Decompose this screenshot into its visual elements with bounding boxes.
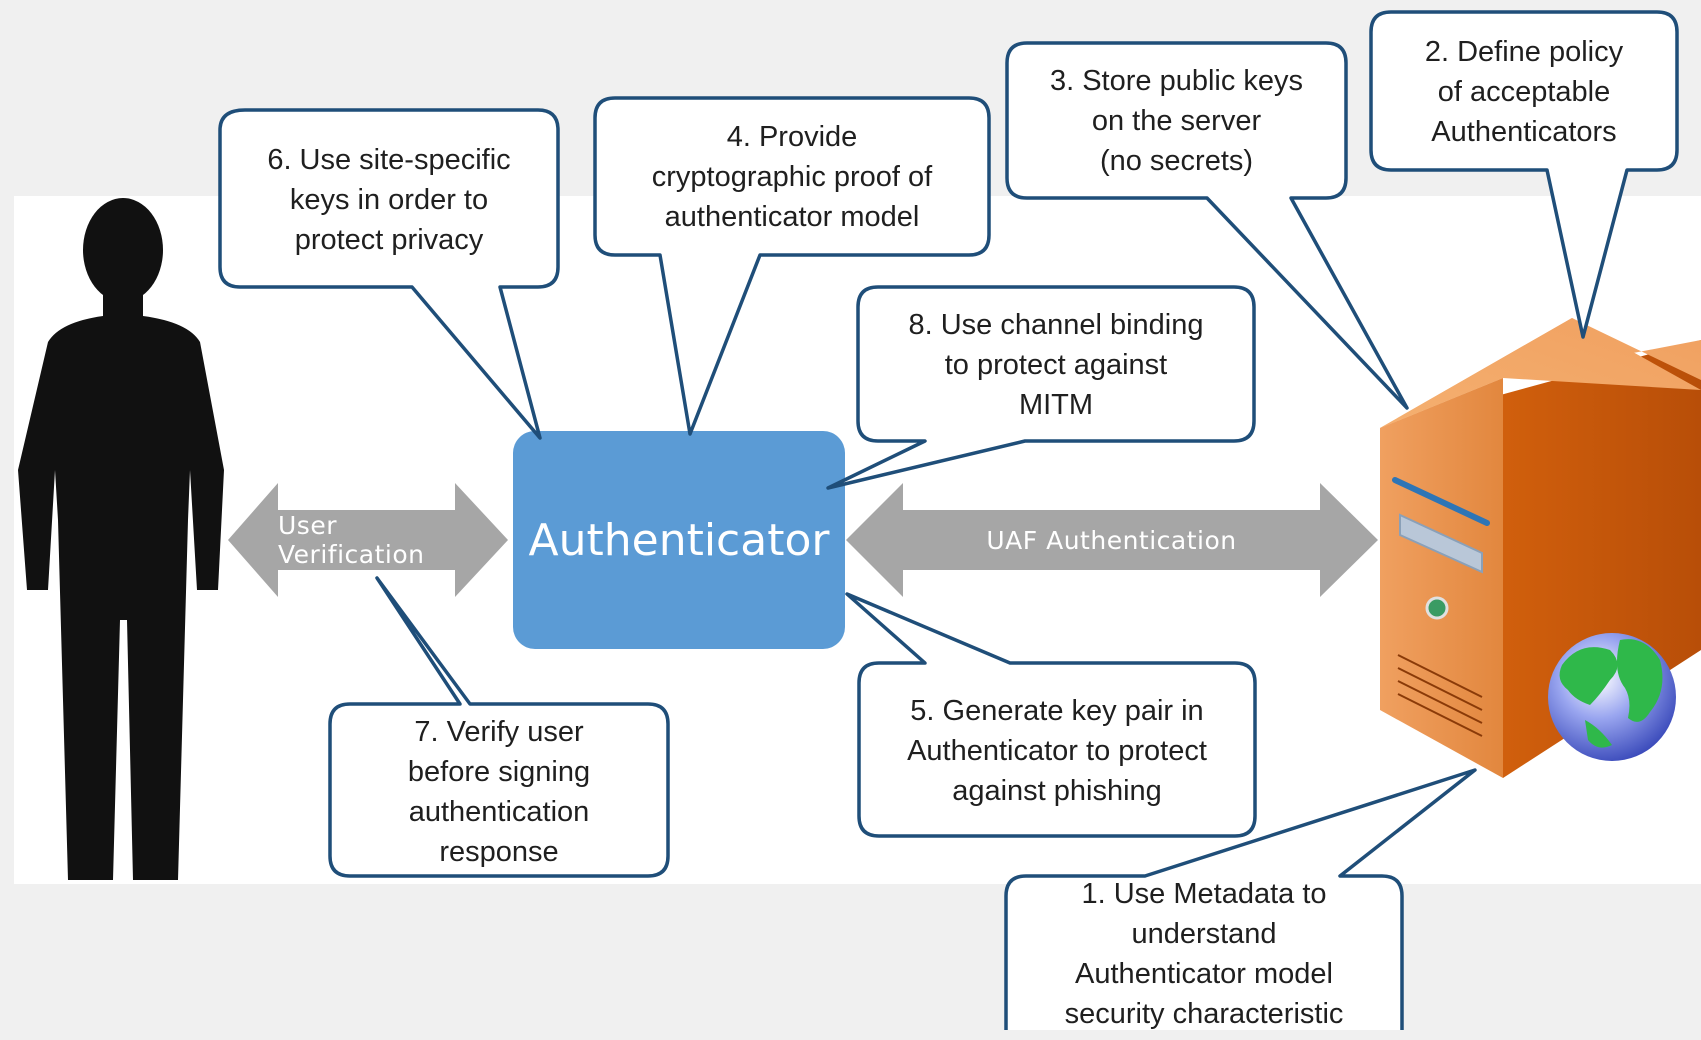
callout-5-text: 5. Generate key pair in Authenticator to… <box>907 694 1207 807</box>
callout-4-bubble <box>593 96 991 436</box>
globe-icon <box>1548 633 1676 761</box>
callout-7-text: 7. Verify user before signing authentica… <box>407 716 591 868</box>
authenticator-label: Authenticator <box>528 514 830 566</box>
callout-1-text: 1. Use Metadata to understand Authentica… <box>1064 878 1344 1030</box>
callout-8-bubble <box>826 285 1256 490</box>
callout-5-bubble <box>845 592 1257 838</box>
callout-bubbles <box>218 10 1679 1030</box>
user-verification-arrow <box>228 483 508 597</box>
uaf-authentication-arrow <box>846 483 1378 597</box>
callout-1-bubble <box>1004 768 1477 1030</box>
callout-3-bubble <box>1005 41 1409 410</box>
callout-7-bubble <box>328 576 670 878</box>
callout-8-text: 8. Use channel binding to protect agains… <box>908 309 1204 421</box>
callout-6-text: 6. Use site-specific keys in order to pr… <box>267 144 511 256</box>
uaf-authentication-label: UAF Authentication <box>986 525 1237 555</box>
background-band-bottom <box>0 884 1701 1030</box>
callout-2-text: 2. Define policy of acceptable Authentic… <box>1424 36 1624 148</box>
user-verification-label: User Verification <box>278 511 425 569</box>
authenticator-box <box>513 431 845 649</box>
callout-2-bubble <box>1369 10 1679 339</box>
callout-3-text: 3. Store public keys on the server (no s… <box>1049 65 1304 177</box>
callout-4-text: 4. Provide cryptographic proof of authen… <box>651 121 933 233</box>
callout-6-bubble <box>218 108 560 440</box>
person-silhouette-icon <box>18 198 224 880</box>
